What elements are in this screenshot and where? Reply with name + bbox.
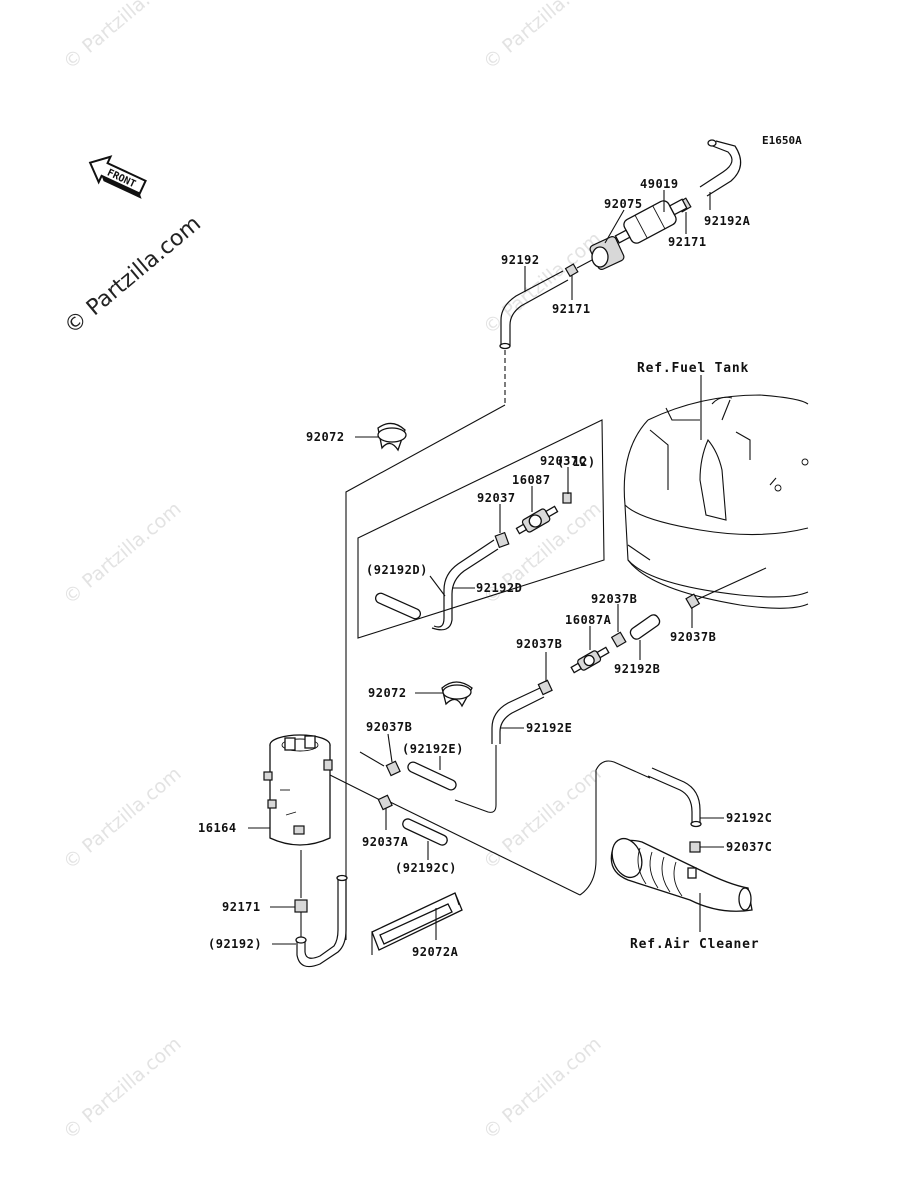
clip-92072-top [377,422,407,452]
watermark-text: © Partzilla.com [479,0,605,74]
part-label-92072: 92072 [306,430,345,444]
part-label-92037: 92037 [477,491,516,505]
part-label-92192E: 92192E [526,721,572,735]
part-label-92037C: 92037C [726,840,772,854]
part-label-16164: 16164 [198,821,237,835]
watermark-text: © Partzilla.com [479,763,605,874]
watermark-text: © Partzilla.com [59,763,185,874]
part-label-92171: 92171 [222,900,261,914]
fuel-tank-reference: Ref.Fuel Tank [623,361,809,610]
part-label-92192B: 92192B [614,662,660,676]
part-label-92192: 92192 [501,253,540,267]
part-label-92075: 92075 [604,197,643,211]
part-label-16087: 16087 [512,473,551,487]
drain-hose-assembly [294,850,348,968]
part-label-92037B: 92037B [516,637,562,651]
part-label-92037B: 92037B [366,720,412,734]
part-label-92072A: 92072A [412,945,459,959]
watermark-group: © Partzilla.com © Partzilla.com © Partzi… [59,0,605,1144]
part-label-92171: 92171 [552,302,591,316]
air-cleaner-reference: Ref.Air Cleaner [610,767,759,952]
leader-lines [248,190,724,945]
part-label-92171: 92171 [668,235,707,249]
clip-92072-mid [441,681,473,708]
part-label-92192D-paren: (92192D) [366,563,428,577]
ref-fuel-tank-label: Ref.Fuel Tank [637,361,749,376]
inset-year-label: ('12) [557,455,596,469]
watermark-text: © Partzilla.com [479,228,605,339]
part-label-92037B: 92037B [591,592,637,606]
part-label-49019: 49019 [640,177,679,191]
watermark-text: © Partzilla.com [59,0,185,74]
part-label-92072: 92072 [368,686,407,700]
watermark-text: © Partzilla.com [479,1033,605,1144]
watermark-text: © Partzilla.com [59,498,185,609]
ref-air-cleaner-label: Ref.Air Cleaner [630,937,759,952]
diagram-code: E1650A [762,134,802,147]
fuel-filter-assembly [499,139,742,350]
watermark-text: © Partzilla.com [59,1033,185,1144]
vent-routing-lines [323,350,651,940]
inset-2012: ('12) [357,419,605,639]
watermark-main-text: © Partzilla.com [60,211,206,339]
part-label-92192D: 92192D [476,581,522,595]
part-label-92192C: 92192C [726,811,772,825]
part-label-92192C-paren: (92192C) [395,861,457,875]
front-arrow-icon: FRONT [88,155,147,199]
part-label-92192-paren: (92192) [208,937,262,951]
part-labels: 49019 92075 92192A 92171 92192 92171 920… [198,177,772,959]
fitting-92075 [589,236,625,270]
part-label-92037B: 92037B [670,630,716,644]
canister-16164 [263,734,457,846]
valve-16087A-assembly [491,614,661,744]
valve-16087 [515,505,559,535]
part-label-92192E-paren: (92192E) [402,742,464,756]
bracket-92072A [371,892,463,955]
part-label-16087A: 16087A [565,613,612,627]
part-label-92037C: 92037C [540,454,586,468]
part-label-92037A: 92037A [362,835,409,849]
part-label-92192A: 92192A [704,214,751,228]
hose-92192D-straight [374,592,422,620]
fuel-filter-49019 [614,198,688,244]
